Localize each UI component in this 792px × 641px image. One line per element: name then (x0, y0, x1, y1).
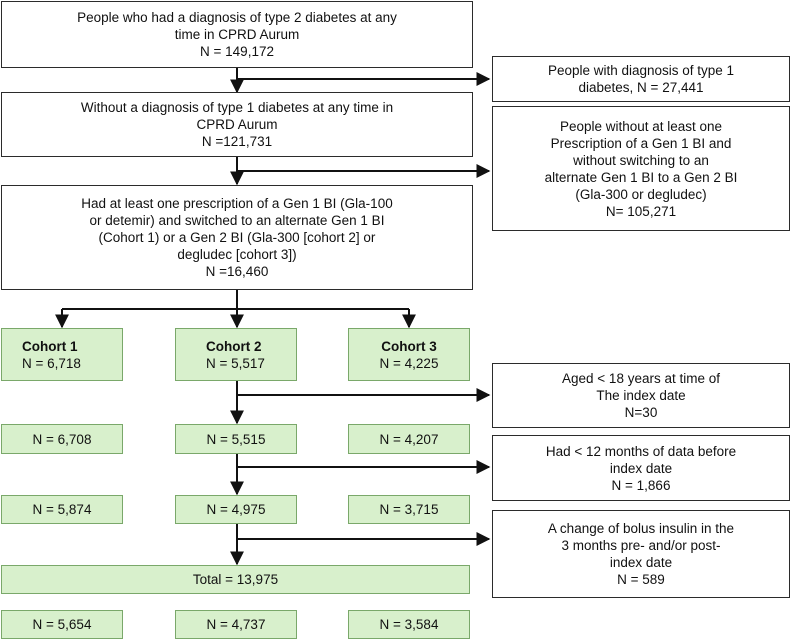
box-line: Without a diagnosis of type 1 diabetes a… (80, 100, 394, 115)
box-line: (Gla-300 or degludec) (575, 186, 707, 202)
box-row2-cohort1: N = 6,708 (1, 424, 123, 454)
box-line: or detemir) and switched to an alternate… (89, 213, 385, 228)
cohort-count: N = 4,975 (206, 502, 266, 517)
cohort-title: Cohort 1 (22, 338, 78, 354)
box-no-type1: Without a diagnosis of type 1 diabetes a… (1, 92, 473, 157)
cohort-count: N = 4,737 (206, 617, 266, 632)
cohort-count: N = 6,708 (32, 431, 92, 447)
box-line: (Cohort 1) or a Gen 2 BI (Gla-300 [cohor… (98, 230, 376, 245)
box-row2-cohort2: N = 5,515 (175, 424, 297, 454)
cohort-count: N = 3,715 (379, 502, 439, 517)
box-line: The index date (596, 388, 686, 403)
box-line: 3 months pre- and/or post- (561, 538, 721, 553)
box-row4-cohort2: N = 4,737 (175, 610, 297, 639)
box-cohort-1: Cohort 1 N = 6,718 (1, 328, 123, 381)
total-count: Total = 13,975 (192, 572, 279, 587)
box-line: Prescription of a Gen 1 BI and (550, 135, 732, 151)
box-line: N=30 (624, 405, 658, 420)
box-all-type2-diabetes: People who had a diagnosis of type 2 dia… (1, 1, 473, 68)
box-line: time in CPRD Aurum (174, 27, 300, 42)
box-line: N = 1,866 (611, 477, 671, 493)
box-line: Had at least one prescription of a Gen 1… (81, 196, 393, 211)
box-line: N = 149,172 (200, 44, 274, 59)
box-row2-cohort3: N = 4,207 (348, 424, 470, 454)
cohort-count: N = 5,515 (206, 431, 266, 447)
box-data-excluded: Had < 12 months of data before index dat… (492, 435, 790, 501)
box-line: degludec [cohort 3]) (177, 247, 297, 262)
box-line: alternate Gen 1 BI to a Gen 2 BI (544, 169, 738, 185)
box-row3-cohort2: N = 4,975 (175, 495, 297, 524)
box-line: A change of bolus insulin in the (547, 521, 735, 536)
box-line: People who had a diagnosis of type 2 dia… (77, 10, 397, 25)
cohort-title: Cohort 2 (206, 338, 262, 354)
box-line: diabetes, N = 27,441 (578, 80, 704, 95)
box-row3-cohort1: N = 5,874 (1, 495, 123, 524)
box-row3-cohort3: N = 3,715 (348, 495, 470, 524)
box-no-switch-excluded: People without at least one Prescription… (492, 106, 790, 231)
box-switchers: Had at least one prescription of a Gen 1… (1, 185, 473, 290)
box-line: index date (609, 555, 673, 570)
box-line: CPRD Aurum (196, 117, 278, 132)
cohort-count: N = 3,584 (379, 617, 439, 632)
box-line: N = 589 (617, 572, 665, 587)
cohort-count: N = 5,874 (32, 502, 92, 517)
box-line: N= 105,271 (605, 203, 677, 219)
box-line: index date (609, 460, 673, 476)
box-line: without switching to an (573, 152, 709, 168)
cohort-count: N = 6,718 (22, 355, 81, 371)
box-line: Aged < 18 years at time of (562, 371, 720, 386)
cohort-title: Cohort 3 (381, 338, 437, 354)
box-line: Had < 12 months of data before (545, 443, 737, 459)
box-line: N =121,731 (201, 134, 273, 149)
box-row4-cohort3: N = 3,584 (348, 610, 470, 639)
box-cohort-3: Cohort 3 N = 4,225 (348, 328, 470, 381)
box-age-excluded: Aged < 18 years at time of The index dat… (492, 363, 790, 428)
cohort-count: N = 5,517 (206, 355, 265, 371)
box-line: People with diagnosis of type 1 (547, 63, 735, 78)
box-total: Total = 13,975 (1, 565, 470, 594)
box-bolus-excluded: A change of bolus insulin in the 3 month… (492, 510, 790, 598)
cohort-count: N = 4,225 (379, 355, 439, 371)
cohort-count: N = 4,207 (379, 431, 439, 447)
box-cohort-2: Cohort 2 N = 5,517 (175, 328, 297, 381)
box-line: N =16,460 (205, 264, 269, 279)
box-line: People without at least one (559, 118, 723, 134)
box-row4-cohort1: N = 5,654 (1, 610, 123, 639)
box-type1-excluded: People with diagnosis of type 1 diabetes… (492, 56, 790, 102)
cohort-count: N = 5,654 (32, 617, 92, 632)
